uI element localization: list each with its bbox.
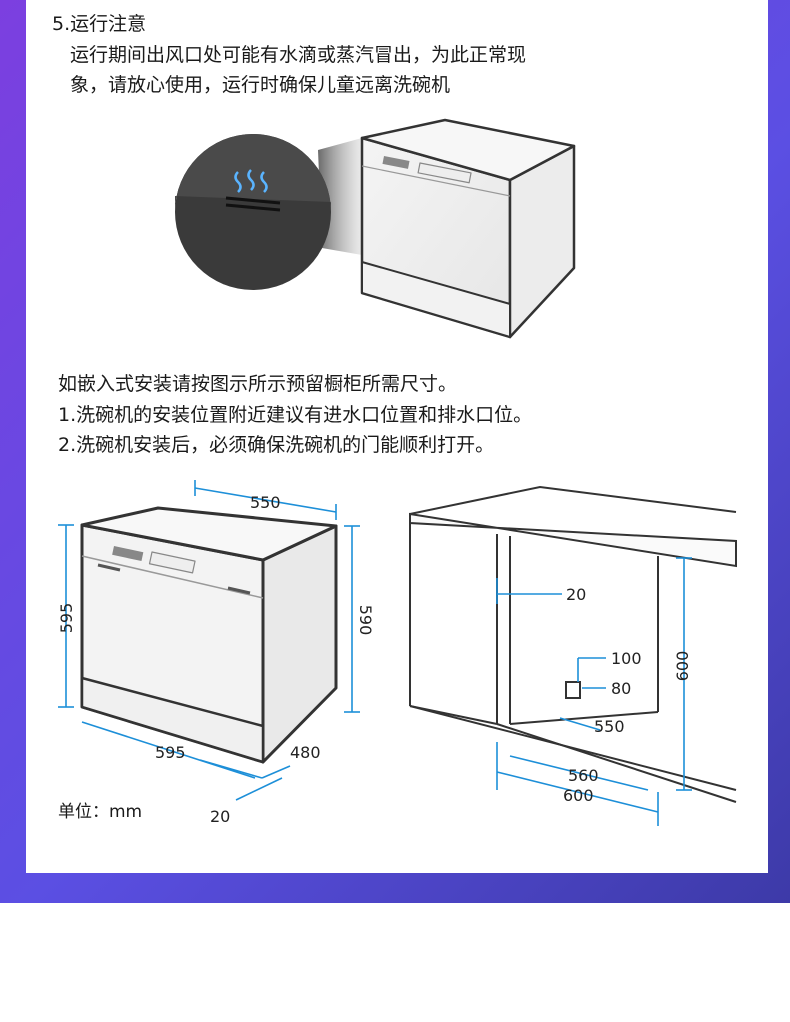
dim-top-width: 550	[250, 493, 281, 512]
install-text-line1: 如嵌入式安装请按图示所示预留橱柜所需尺寸。	[58, 373, 458, 395]
section-text-line2: 象，请放心使用，运行时确保儿童远离洗碗机	[70, 74, 451, 96]
dim-gap: 20	[210, 807, 230, 826]
cabinet-dimension-lines	[496, 557, 692, 826]
dim-cabinet-height: 600	[673, 651, 692, 682]
dishwasher-large	[80, 506, 338, 764]
install-text-line2: 1.洗碗机的安装位置附近建议有进水口位置和排水口位。	[58, 404, 533, 426]
dim-drain-height: 100	[611, 649, 642, 668]
dim-right-height: 590	[356, 605, 375, 636]
dim-drain-width: 80	[611, 679, 631, 698]
dim-left-height: 595	[57, 603, 76, 634]
dim-outer-width: 600	[563, 786, 594, 805]
cabinet-outline	[409, 485, 737, 803]
dimension-lines	[58, 480, 360, 801]
install-text-line3: 2.洗碗机安装后，必须确保洗碗机的门能顺利打开。	[58, 434, 495, 456]
outlet-closeup-circle	[175, 134, 331, 290]
dim-bottom-width: 595	[155, 743, 186, 762]
steam-icon	[234, 169, 268, 193]
dim-depth: 480	[290, 743, 321, 762]
section-text-line1: 运行期间出风口处可能有水滴或蒸汽冒出，为此正常现	[70, 44, 527, 66]
dim-inner-width: 560	[568, 766, 599, 785]
section-title: 5.运行注意	[52, 13, 147, 35]
dim-inner-depth: 550	[594, 717, 625, 736]
dim-side-gap: 20	[566, 585, 586, 604]
unit-label: 单位：mm	[58, 802, 143, 822]
dishwasher-small	[360, 118, 576, 339]
